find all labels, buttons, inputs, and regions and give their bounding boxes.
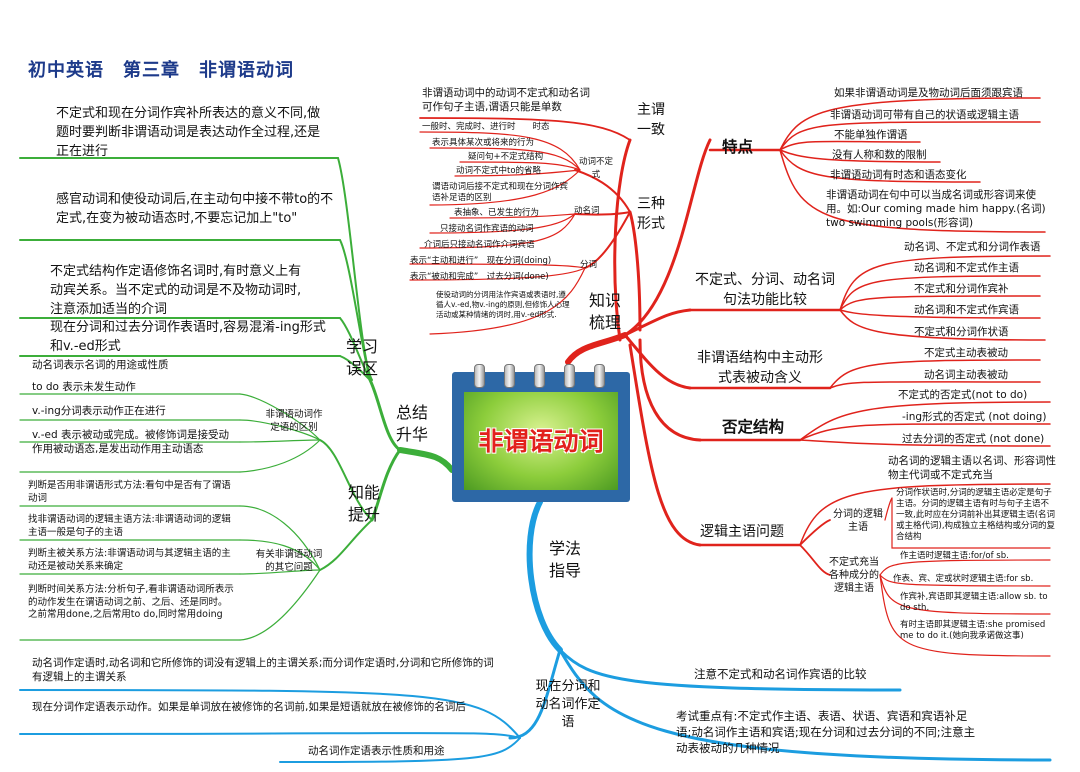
calendar-ring-icon [564,364,575,388]
calendar-board [464,392,618,490]
luoji-bds-item: 作表、宾、定或状时逻辑主语:for sb. [893,574,1034,584]
gongneng-item: 动名词、不定式和分词作表语 [904,241,1041,253]
tedian-item: 非谓语动词可带有自己的状语或逻辑主语 [830,109,1019,121]
qubie-item: 动名词表示名词的用途或性质 [32,359,169,371]
dingyu-item: 动名词作定语时,动名词和它所修饰的词没有逻辑上的主谓关系;而分词作定语时,分词和… [32,657,494,683]
sanzhong-head: 三种形式 [637,196,665,232]
branch-xuexi-wuqu: 学习误区 [345,337,378,378]
tedian-item: 不能单独作谓语 [834,129,908,141]
green-trunk [397,447,455,473]
center-topic: 非谓语动词 [478,427,604,456]
gongneng-item: 动名词和不定式作主语 [914,262,1019,274]
fouding-item: -ing形式的否定式 (not doing) [902,411,1047,423]
fouding-item: 不定式的否定式(not to do) [898,389,1028,401]
center-calendar: 非谓语动词 [452,364,630,502]
xuefa-bijiao: 注意不定式和动名词作宾语的比较 [694,667,867,681]
dongmingci-item: 介词后只接动名词作介词宾语 [424,240,535,250]
page-title: 初中英语 第三章 非谓语动词 [28,60,294,81]
wuqu-item: 感官动词和使役动词后,在主动句中接不带to的不定式,在变为被动语态时,不要忘记加… [56,192,334,226]
branch-zhishi-shuli: 知识梳理 [588,291,621,332]
fouding-item: 过去分词的否定式 (not done) [902,433,1045,445]
dingyu-item: 现在分词作定语表示动作。如果是单词放在被修饰的名词前,如果是短语就放在被修饰的名… [32,701,466,713]
luoji-bds-label: 不定式充当各种成分的逻辑主语 [829,557,879,594]
qita-label: 有关非谓语动词的其它问题 [255,549,323,573]
tedian-item: 没有人称和数的限制 [832,149,927,161]
dongmingci-item: 表抽象、已发生的行为 [454,208,540,218]
budingshi-item: 疑问句+不定式结构 [468,152,544,162]
dongmingci-item: 只接动名词作宾语的动词 [440,224,534,234]
wuqu-item: 不定式和现在分词作宾补所表达的意义不同,做题时要判断非谓语动词是表达动作全过程,… [56,106,321,159]
dongmingci-label: 动名词 [574,206,600,216]
qita-item: 判断主被关系方法:非谓语动词与其逻辑主语的主动还是被动关系来确定 [28,548,231,572]
dingyu-item: 动名词作定语表示性质和用途 [308,745,445,757]
tedian-item: 如果非谓语动词是及物动词后面须跟宾语 [834,87,1023,99]
gongneng-item: 不定式和分词作宾补 [914,283,1009,295]
branch-zhineng-tisheng: 知能提升 [347,483,380,524]
budingshi-item: 谓语动词后接不定式和现在分词作宾语补足语的区别 [432,182,569,203]
wuqu-item: 现在分词和过去分词作表语时,容易混淆-ing形式和v.-ed形式 [50,320,326,354]
qita-item: 判断是否用非谓语形式方法:看句中是否有了谓语动词 [28,480,231,504]
gongneng-item: 不定式和分词作状语 [914,326,1009,338]
dingyu-head: 现在分词和动名词作定语 [535,679,601,730]
luoji-top: 动名词的逻辑主语以名词、形容词性物主代词或不定式充当 [888,455,1056,481]
branch-xuefa-zhidao: 学法指导 [548,539,581,580]
calendar-ring-icon [534,364,545,388]
fenci-item: 表示“主动和进行” 现在分词(doing) [410,256,552,266]
qubie-item: v.-ed 表示被动或完成。被修饰词是接受动作用被动语态,是发出动作用主动语态 [32,429,229,455]
tedian-head: 特点 [722,138,754,156]
luoji-bds-item: 有时主语即其逻辑主语:she promised me to do it.(她向我… [900,620,1046,641]
wuqu-item: 不定式结构作定语修饰名词时,有时意义上有动宾关系。当不定式的动词是不及物动词时,… [50,264,302,317]
fenci-item: 使役动词的分词用法作宾语或表语时,遵循人v.-ed,物v.-ing的原则,但修饰… [436,290,570,319]
xuefa-kaoshi: 考试重点有:不定式作主语、表语、状语、宾语和宾语补足语;动名词作主语和宾语;现在… [676,709,976,755]
luoji-fenci-note: 分词作状语时,分词的逻辑主语必定是句子主语。分词的逻辑主语有时与句子主语不一致,… [896,488,1056,542]
beidong-head: 非谓语结构中主动形式表被动含义 [697,350,823,386]
zhuwei-head: 主谓一致 [637,102,665,138]
luoji-fenci-label: 分词的逻辑主语 [833,509,883,533]
qita-item: 判断时间关系方法:分析句子,看非谓语动词所表示的动作发生在谓语动词之前、之后、还… [28,584,234,620]
qubie-item: to do 表示未发生动作 [32,381,136,393]
luoji-head: 逻辑主语问题 [700,524,784,540]
budingshi-item: 一般时、完成时、进行时 时态 [422,122,550,132]
blue-trunk [526,499,563,653]
gongneng-item: 动名词和不定式作宾语 [914,304,1019,316]
luoji-bds-item: 作主语时逻辑主语:for/of sb. [900,551,1009,561]
gongneng-head: 不定式、分词、动名词句法功能比较 [695,272,835,308]
tedian-item: 非谓语动词有时态和语态变化 [830,169,967,181]
red-trunk [565,332,628,365]
calendar-ring-icon [504,364,515,388]
tedian-item: 非谓语动词在句中可以当成名词或形容词来使用。如:Our coming made … [826,189,1046,229]
qubie-item: v.-ing分词表示动作正在进行 [32,405,166,417]
luoji-bds-item: 作宾补,宾语即其逻辑主语:allow sb. to do sth. [900,592,1048,613]
budingshi-item: 动词不定式中to的省略 [456,166,542,176]
qubie-label: 非谓语动词作定语的区别 [265,409,323,433]
fenci-item: 表示“被动和完成” 过去分词(done) [410,272,549,282]
zhuwei-note: 非谓语动词中的动词不定式和动名词可作句子主语,谓语只能是单数 [422,87,590,113]
budingshi-item: 表示具体某次或将来的行为 [432,138,535,148]
budingshi-label: 动词不定式 [578,157,613,180]
beidong-item: 动名词主动表被动 [924,369,1008,381]
fouding-head: 否定结构 [722,418,785,436]
fenci-label: 分词 [580,260,598,270]
calendar-ring-icon [474,364,485,388]
qita-item: 找非谓语动词的逻辑主语方法:非谓语动词的逻辑主语一般是句子的主语 [28,514,231,538]
branch-zongjie-shenghua: 总结升华 [395,403,428,444]
beidong-item: 不定式主动表被动 [924,347,1008,359]
calendar-ring-icon [594,364,605,388]
